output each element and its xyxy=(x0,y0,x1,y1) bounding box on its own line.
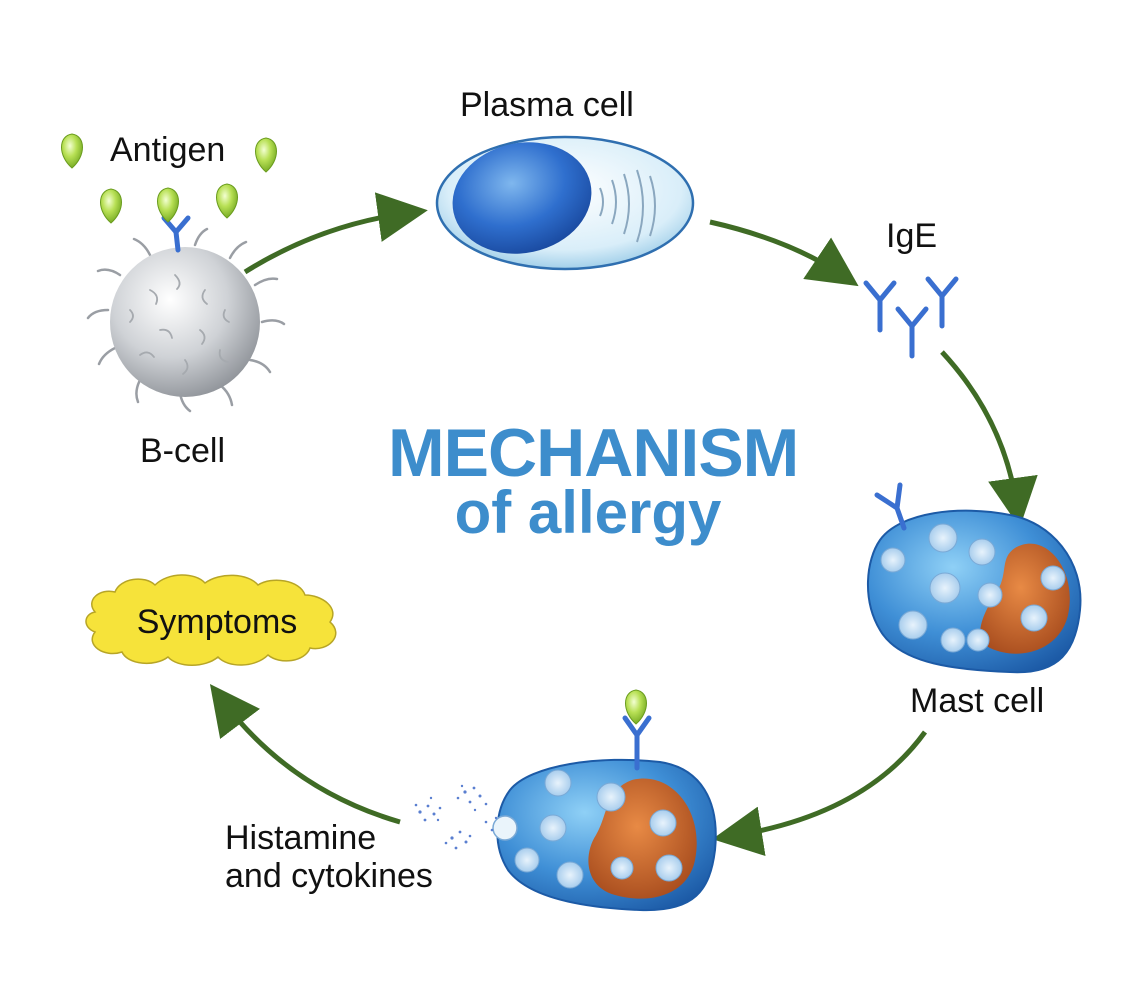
bound-antigen-icon xyxy=(157,187,179,223)
label-histamine: Histamine xyxy=(225,819,377,857)
label-symptoms: Symptoms xyxy=(136,603,298,641)
arrow-plasma-to-ige xyxy=(709,219,859,287)
antigen-icon xyxy=(255,137,277,173)
mast-cell xyxy=(867,482,1082,674)
arrow-ige-to-mast xyxy=(940,350,1038,528)
activated-mast-cell xyxy=(492,689,717,912)
plasma-cell xyxy=(435,135,695,271)
arrow-histamine-to-symptoms xyxy=(209,684,401,825)
histamine-particles xyxy=(414,784,498,850)
arrow-mast-to-activated xyxy=(712,730,928,857)
antigen-icon xyxy=(61,133,83,169)
label-ige: IgE xyxy=(886,217,938,255)
symptoms-cloud xyxy=(85,574,337,666)
ige-antibodies xyxy=(863,276,959,359)
antigen-icon xyxy=(100,188,122,224)
activated-receptor-icon xyxy=(622,715,652,771)
degranulating-vesicle xyxy=(492,815,518,841)
granules xyxy=(514,769,683,889)
antibody-icon xyxy=(895,306,929,359)
b-cell xyxy=(86,187,286,413)
antigen-icon xyxy=(216,183,238,219)
label-cytokines: and cytokines xyxy=(225,857,433,895)
label-b-cell: B-cell xyxy=(140,432,226,470)
bound-antigen-icon xyxy=(625,689,647,725)
mast-cell-receptor-icon xyxy=(874,482,907,531)
label-mast-cell: Mast cell xyxy=(910,682,1045,720)
antigen-particles xyxy=(61,133,277,224)
antibody-icon xyxy=(863,280,897,333)
arrow-bcell-to-plasma xyxy=(243,192,428,275)
diagram-title-line1: MECHANISM xyxy=(388,415,799,491)
antibody-icon xyxy=(925,276,959,329)
granules xyxy=(880,523,1066,653)
diagram-title-line2: of allergy xyxy=(454,479,722,546)
label-plasma-cell: Plasma cell xyxy=(460,86,634,124)
label-antigen: Antigen xyxy=(110,131,226,169)
b-cell-receptor-icon xyxy=(161,215,191,253)
